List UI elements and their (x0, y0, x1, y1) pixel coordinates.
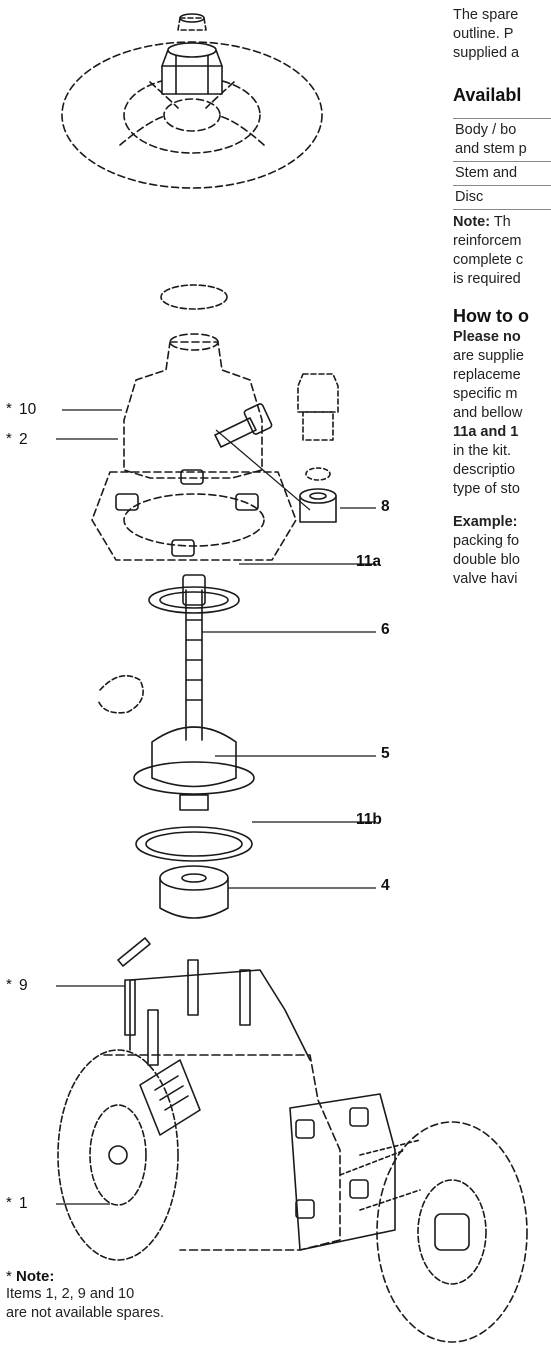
callout-6: 6 (381, 621, 390, 638)
order-line: Please no (453, 329, 521, 345)
example-line: valve havi (453, 571, 518, 587)
order-line: descriptio (453, 462, 516, 478)
body-nameplate-icon (139, 1059, 201, 1136)
asterisk-marker: * (6, 400, 12, 417)
note-line: reinforcem (453, 233, 522, 249)
available-spares-heading: Availabl (453, 85, 522, 105)
cap-nut-icon (177, 13, 207, 31)
note-text: Th (490, 214, 511, 230)
ring-icon (160, 284, 228, 310)
table-row: Stem and (453, 161, 551, 186)
order-line: replaceme (453, 367, 521, 383)
order-line: type of sto (453, 481, 520, 497)
note-line: complete c (453, 252, 524, 268)
circlip-icon (97, 674, 144, 714)
leader-line (215, 429, 311, 511)
table-row: Disc (453, 185, 551, 210)
asterisk-marker: * (6, 1268, 12, 1285)
body-flange-left (57, 1049, 179, 1261)
callout-2: 2 (19, 431, 28, 448)
callout-11a: 11a (356, 553, 382, 570)
footnote: * Note: Items 1, 2, 9 and 10 are not ava… (6, 1268, 164, 1323)
table-cell: Disc (453, 185, 551, 210)
disc-icon (159, 865, 229, 919)
handwheel-nut-icon (161, 42, 223, 95)
plug-icon (297, 373, 339, 523)
how-to-order-heading: How to o (453, 306, 529, 326)
callout-5: 5 (381, 745, 390, 762)
stem-icon (182, 574, 206, 741)
pin-icon (117, 937, 151, 967)
order-line: 11a and 1 (453, 424, 519, 440)
note-line: is required (453, 271, 521, 287)
order-line: in the kit. (453, 443, 512, 459)
intro-line: supplied a (453, 45, 520, 61)
example-label: Example: (453, 514, 518, 530)
table-cell: Body / bo (455, 122, 517, 138)
bonnet-nuts-icon (115, 469, 259, 557)
table-cell: Stem and (453, 161, 551, 186)
spares-table: Body / bo and stem p Stem and Disc (453, 118, 551, 210)
note-line: Note: Th (453, 213, 511, 232)
asterisk-marker: * (6, 1194, 12, 1211)
intro-line: outline. P (453, 26, 514, 42)
callout-9: 9 (19, 977, 28, 994)
footnote-line: Items 1, 2, 9 and 10 (6, 1286, 135, 1302)
example-line: double blo (453, 552, 520, 568)
right-column: The spare outline. P supplied a Availabl… (453, 0, 551, 1346)
callout-4: 4 (381, 877, 390, 894)
body-flange-right (376, 1121, 528, 1343)
table-row: Body / bo and stem p (453, 118, 551, 162)
bolt-icon (214, 403, 273, 448)
valve-body-icon (57, 959, 528, 1343)
bellows-gasket-icon (148, 586, 240, 614)
callout-1: 1 (19, 1195, 28, 1212)
bellows-housing-icon (133, 726, 255, 811)
footnote-title: Note: (16, 1268, 55, 1285)
callout-11b: 11b (356, 811, 382, 828)
bonnet-icon (91, 333, 297, 561)
gasket-icon (135, 826, 253, 862)
example-line: packing fo (453, 533, 520, 549)
order-line: specific m (453, 386, 518, 402)
asterisk-marker: * (6, 430, 12, 447)
table-cell: and stem p (455, 141, 527, 157)
order-line: are supplie (453, 348, 524, 364)
callout-8: 8 (381, 498, 390, 515)
order-line: and bellow (453, 405, 523, 421)
callout-10: 10 (19, 401, 37, 418)
asterisk-marker: * (6, 976, 12, 993)
note-label: Note: (453, 214, 491, 230)
footnote-line: are not available spares. (6, 1305, 164, 1321)
intro-line: The spare (453, 7, 519, 23)
